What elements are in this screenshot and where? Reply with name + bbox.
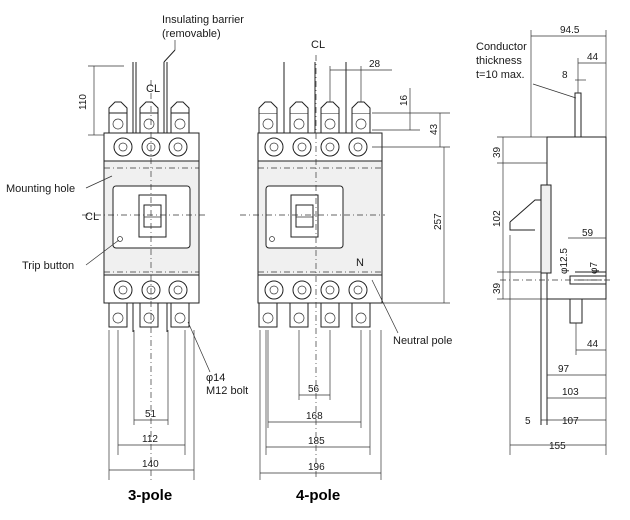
terminal-dia-label: φ14 — [206, 372, 225, 384]
dim-185: 185 — [308, 436, 325, 447]
dim-112: 112 — [142, 434, 158, 445]
four-pole-title: 4-pole — [296, 487, 340, 504]
dim-97: 97 — [558, 364, 570, 375]
dim-102: 102 — [492, 210, 503, 227]
dim-140: 140 — [142, 459, 159, 470]
dim-8: 8 — [562, 70, 568, 81]
dim-107: 107 — [562, 416, 579, 427]
dim-12-5: φ12.5 — [559, 248, 570, 274]
three-pole-view — [82, 49, 205, 480]
dim-56: 56 — [308, 384, 320, 395]
insulating-barrier-label: Insulating barrier — [162, 14, 244, 26]
trip-button-label: Trip button — [22, 260, 74, 272]
neutral-pole-label: Neutral pole — [393, 335, 452, 347]
neutral-mark: N — [356, 257, 364, 269]
conductor-label-2: thickness — [476, 55, 522, 67]
dim-257: 257 — [433, 213, 444, 230]
annotation-labels: Insulating barrier (removable) Mounting … — [6, 14, 527, 397]
dim-51: 51 — [145, 409, 157, 420]
conductor-label-3: t=10 max. — [476, 69, 525, 81]
conductor-label-1: Conductor — [476, 41, 527, 53]
dim-110: 110 — [78, 94, 89, 110]
dim-39-top: 39 — [492, 146, 503, 158]
dim-16: 16 — [399, 94, 410, 106]
trip-button-3p — [117, 236, 123, 242]
dimension-values: 110 28 16 43 257 51 112 140 56 168 185 1… — [78, 25, 600, 473]
dim-168: 168 — [306, 411, 323, 422]
removable-label: (removable) — [162, 28, 221, 40]
dim-59: 59 — [582, 228, 594, 239]
view-titles: 3-pole 4-pole — [128, 487, 340, 504]
dimension-lines — [85, 30, 607, 480]
dim-44-bottom: 44 — [587, 339, 599, 350]
dim-5: 5 — [525, 416, 531, 427]
dim-44-top: 44 — [587, 52, 599, 63]
dim-28: 28 — [369, 59, 381, 70]
centerline-mark-4p-top: CL — [311, 39, 325, 51]
dim-7: φ7 — [589, 262, 600, 274]
dim-43: 43 — [429, 123, 440, 135]
three-pole-title: 3-pole — [128, 487, 172, 504]
four-pole-view — [240, 55, 385, 480]
centerline-mark-3p-top: CL — [146, 83, 160, 95]
dim-103: 103 — [562, 387, 579, 398]
centerline-mark-3p-left: CL — [85, 211, 99, 223]
mounting-hole-label: Mounting hole — [6, 183, 75, 195]
dim-39-bottom: 39 — [492, 282, 503, 294]
dim-155: 155 — [549, 441, 566, 452]
three-pole-top-terminals — [108, 101, 190, 136]
dim-196: 196 — [308, 462, 325, 473]
bolt-label: M12 bolt — [206, 385, 248, 397]
dim-94-5: 94.5 — [560, 25, 580, 36]
